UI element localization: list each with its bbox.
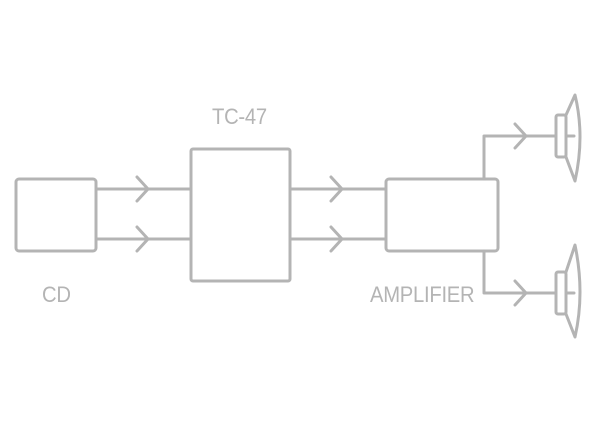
connection-amplifier-to-bottom-speaker xyxy=(482,249,558,307)
tc47-box[interactable] xyxy=(189,147,292,283)
tc47-label: TC-47 xyxy=(212,104,267,129)
cd-label: CD xyxy=(42,282,71,307)
arrow-chevron-icon xyxy=(135,175,150,203)
cd-box[interactable] xyxy=(14,177,98,253)
arrow-chevron-icon xyxy=(329,175,344,203)
speaker-icon[interactable] xyxy=(554,243,582,339)
arrow-chevron-icon xyxy=(513,122,528,150)
arrow-chevron-icon xyxy=(513,279,528,307)
arrow-chevron-icon xyxy=(329,225,344,253)
connection-cd-to-tc47 xyxy=(94,175,193,253)
connection-amplifier-to-top-speaker xyxy=(482,122,558,181)
speaker-icon[interactable] xyxy=(554,93,582,183)
amplifier-box[interactable] xyxy=(384,177,500,253)
arrow-chevron-icon xyxy=(135,225,150,253)
connection-tc47-to-amplifier xyxy=(288,175,388,253)
amplifier-label: AMPLIFIER xyxy=(370,282,475,307)
